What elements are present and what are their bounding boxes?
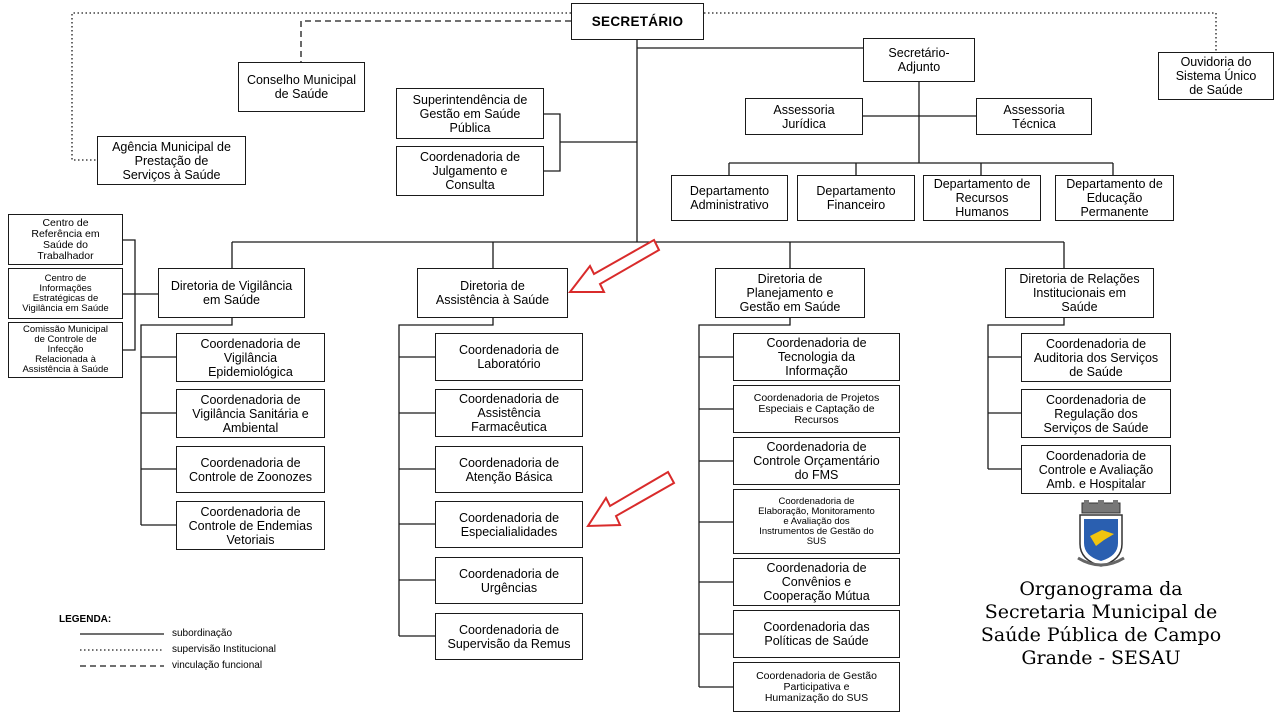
coordinator-box: Coordenadoria de Controle Orçamentário d… (733, 437, 900, 485)
legend-item: vinculação funcional (172, 660, 263, 671)
coordinator-box: Coordenadoria de Elaboração, Monitoramen… (733, 489, 900, 554)
coordinator-box: Coordenadoria de Convênios e Cooperação … (733, 558, 900, 606)
highlight-arrow-icon (586, 470, 676, 528)
agency-box: Agência Municipal de Prestação de Serviç… (97, 136, 246, 185)
coordinator-box: Coordenadoria de Gestão Participativa e … (733, 662, 900, 712)
directorate-box: Diretoria de Vigilância em Saúde (158, 268, 305, 318)
directorate-box: Diretoria de Relações Institucionais em … (1005, 268, 1154, 318)
secretario-adjunto-box: Secretário- Adjunto (863, 38, 975, 82)
assessoria-tecnica-box: Assessoria Técnica (976, 98, 1092, 135)
directorate-box: Diretoria de Assistência à Saúde (417, 268, 568, 318)
ouvidoria-box: Ouvidoria do Sistema Único de Saúde (1158, 52, 1274, 100)
coordinator-box: Coordenadoria de Controle e Avaliação Am… (1021, 445, 1171, 494)
legend-title: LEGENDA: (59, 614, 112, 625)
vigilancia-support-box: Comissão Municipal de Controle de Infecç… (8, 322, 123, 378)
legend-item: subordinação (172, 628, 233, 639)
vigilancia-support-box: Centro de Informações Estratégicas de Vi… (8, 268, 123, 319)
coordinator-box: Coordenadoria de Urgências (435, 557, 583, 604)
assessoria-juridica-box: Assessoria Jurídica (745, 98, 863, 135)
superintendencia-box: Superintendência de Gestão em Saúde Públ… (396, 88, 544, 139)
coordinator-box: Coordenadoria de Supervisão da Remus (435, 613, 583, 660)
legend-item: supervisão Institucional (172, 644, 276, 655)
coordinator-box: Coordenadoria de Vigilância Sanitária e … (176, 389, 325, 438)
coordinator-box: Coordenadoria de Controle de Endemias Ve… (176, 501, 325, 550)
coordinator-box: Coordenadoria de Especialialidades (435, 501, 583, 548)
coord-julgamento-box: Coordenadoria de Julgamento e Consulta (396, 146, 544, 196)
department-box: Departamento de Recursos Humanos (923, 175, 1041, 221)
coordinator-box: Coordenadoria de Vigilância Epidemiológi… (176, 333, 325, 382)
coordinator-box: Coordenadoria de Atenção Básica (435, 446, 583, 493)
department-box: Departamento Administrativo (671, 175, 788, 221)
coordinator-box: Coordenadoria de Assistência Farmacêutic… (435, 389, 583, 437)
coat-of-arms-icon (1077, 500, 1125, 567)
highlight-arrow-icon (567, 238, 661, 293)
secretario-box: SECRETÁRIO (571, 3, 704, 40)
department-box: Departamento de Educação Permanente (1055, 175, 1174, 221)
coordinator-box: Coordenadoria de Regulação dos Serviços … (1021, 389, 1171, 438)
directorate-box: Diretoria de Planejamento e Gestão em Sa… (715, 268, 865, 318)
vigilancia-support-box: Centro de Referência em Saúde do Trabalh… (8, 214, 123, 265)
coordinator-box: Coordenadoria de Auditoria dos Serviços … (1021, 333, 1171, 382)
coordinator-box: Coordenadoria de Controle de Zoonozes (176, 446, 325, 493)
coordinator-box: Coordenadoria de Laboratório (435, 333, 583, 381)
coordinator-box: Coordenadoria de Tecnologia da Informaçã… (733, 333, 900, 381)
coordinator-box: Coordenadoria das Políticas de Saúde (733, 610, 900, 658)
council-box: Conselho Municipal de Saúde (238, 62, 365, 112)
coordinator-box: Coordenadoria de Projetos Especiais e Ca… (733, 385, 900, 433)
chart-caption: Organograma da Secretaria Municipal de S… (980, 578, 1222, 669)
department-box: Departamento Financeiro (797, 175, 915, 221)
